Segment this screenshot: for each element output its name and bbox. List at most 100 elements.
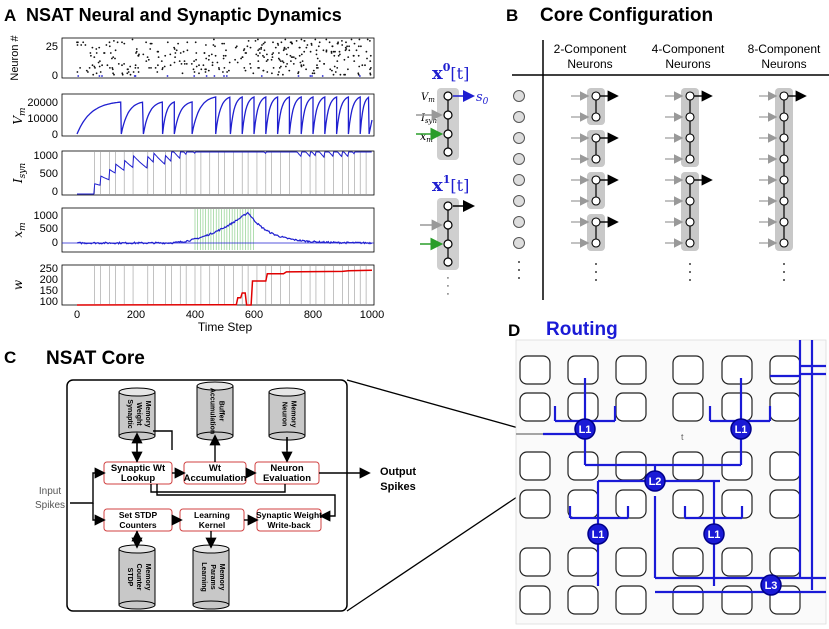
ellipsis-dot — [689, 271, 691, 273]
raster-dot — [121, 64, 123, 67]
raster-dot — [98, 75, 101, 77]
core-input-circle — [513, 132, 525, 144]
routing-tiles — [519, 355, 801, 615]
raster-dot — [287, 46, 290, 49]
raster-dot — [271, 72, 273, 75]
raster-dot — [212, 44, 215, 46]
memory-cylinder-top — [268, 387, 306, 397]
routing-tile — [567, 547, 599, 577]
raster-dot — [318, 41, 321, 44]
raster-dot — [121, 73, 124, 76]
raster-dot — [160, 60, 163, 62]
ellipsis-dot — [689, 263, 691, 265]
raster-dot — [183, 63, 186, 65]
raster-dot — [126, 68, 129, 71]
input-label-2: Spikes — [35, 500, 65, 511]
raster-dot — [93, 56, 96, 58]
raster-dot — [283, 46, 286, 49]
raster-dot — [129, 65, 132, 68]
block-label-line1: Synaptic Wt — [111, 463, 166, 474]
raster-dot — [249, 46, 252, 49]
raster-dot — [345, 41, 347, 44]
raster-dot — [177, 42, 180, 45]
raster-dot — [240, 57, 243, 60]
ellipsis-dot — [518, 277, 520, 279]
compartment-node — [779, 238, 789, 248]
raster-dot — [166, 75, 169, 77]
routing-tile — [769, 489, 801, 519]
w-ytick-150: 150 — [40, 285, 58, 297]
memory-label: Memory — [144, 564, 151, 591]
compartment-node — [591, 238, 601, 248]
ellipsis-dot — [595, 263, 597, 265]
compartment-node — [591, 217, 601, 227]
raster-dot — [243, 48, 246, 50]
panel-d-letter: D — [508, 321, 520, 340]
raster-plot-frame — [61, 37, 375, 79]
raster-dot — [92, 73, 95, 76]
raster-dot — [285, 48, 287, 50]
x0-label: x0[t] — [432, 61, 469, 84]
raster-dot — [116, 41, 119, 44]
raster-dot — [262, 54, 264, 57]
raster-dot — [213, 75, 216, 77]
raster-dot — [285, 65, 287, 68]
raster-dot — [357, 72, 360, 75]
raster-dot — [203, 52, 206, 54]
raster-dot — [192, 68, 195, 71]
x-axis-label: Time Step — [198, 320, 253, 334]
raster-dot — [370, 67, 372, 69]
compartment-node — [779, 133, 789, 143]
routing-tile — [615, 585, 647, 615]
xm-label: xm — [420, 130, 433, 144]
raster-dot — [87, 71, 89, 73]
raster-dot — [234, 58, 237, 61]
routing-tile — [769, 547, 801, 577]
raster-dot — [91, 46, 94, 49]
raster-dot — [303, 50, 306, 53]
raster-dot — [288, 69, 291, 72]
raster-dot — [126, 72, 129, 75]
raster-dot — [257, 60, 260, 62]
vm-ylabel: Vm — [11, 107, 28, 124]
raster-dot — [315, 67, 318, 69]
memory-label: Buffer — [218, 401, 225, 422]
router-node — [587, 523, 609, 545]
vm-label: Vm — [421, 92, 435, 104]
routing-tile — [769, 451, 801, 481]
raster-dot — [290, 60, 292, 62]
raster-dot — [266, 58, 269, 61]
router-label: L1 — [708, 529, 721, 541]
raster-dot — [262, 69, 265, 72]
compartment-node — [685, 112, 695, 122]
raster-dot — [280, 65, 282, 68]
raster-dot — [221, 42, 224, 45]
routing-tile — [769, 355, 801, 385]
isyn-ylabel: Isyn — [11, 163, 28, 184]
raster-dot — [216, 61, 219, 64]
routing-tile — [567, 489, 599, 519]
raster-dot — [213, 38, 215, 41]
block-label-line2: Accumulation — [184, 473, 247, 484]
raster-dot — [101, 64, 103, 67]
raster-dot — [330, 50, 333, 53]
block-label-line2: Counters — [119, 520, 157, 530]
memory-cylinder-top — [196, 381, 234, 391]
compartment-node — [779, 175, 789, 185]
panel-a: A NSAT Neural and Synaptic Dynamics Neur… — [4, 5, 489, 334]
core-input-circle — [513, 174, 525, 186]
compartment-node — [685, 217, 695, 227]
block-label-line2: Write-back — [267, 520, 311, 530]
raster-dot — [330, 52, 333, 54]
panel-d-title: Routing — [546, 319, 618, 340]
raster-dot — [228, 61, 231, 64]
memory-cylinder-body — [118, 548, 156, 606]
raster-dot — [198, 72, 200, 75]
output-label-1: Output — [380, 466, 416, 478]
raster-dot — [114, 57, 116, 60]
vm-plot-frame — [61, 93, 375, 137]
xm-ylabel: xm — [11, 222, 28, 237]
raster-dot — [133, 75, 136, 77]
